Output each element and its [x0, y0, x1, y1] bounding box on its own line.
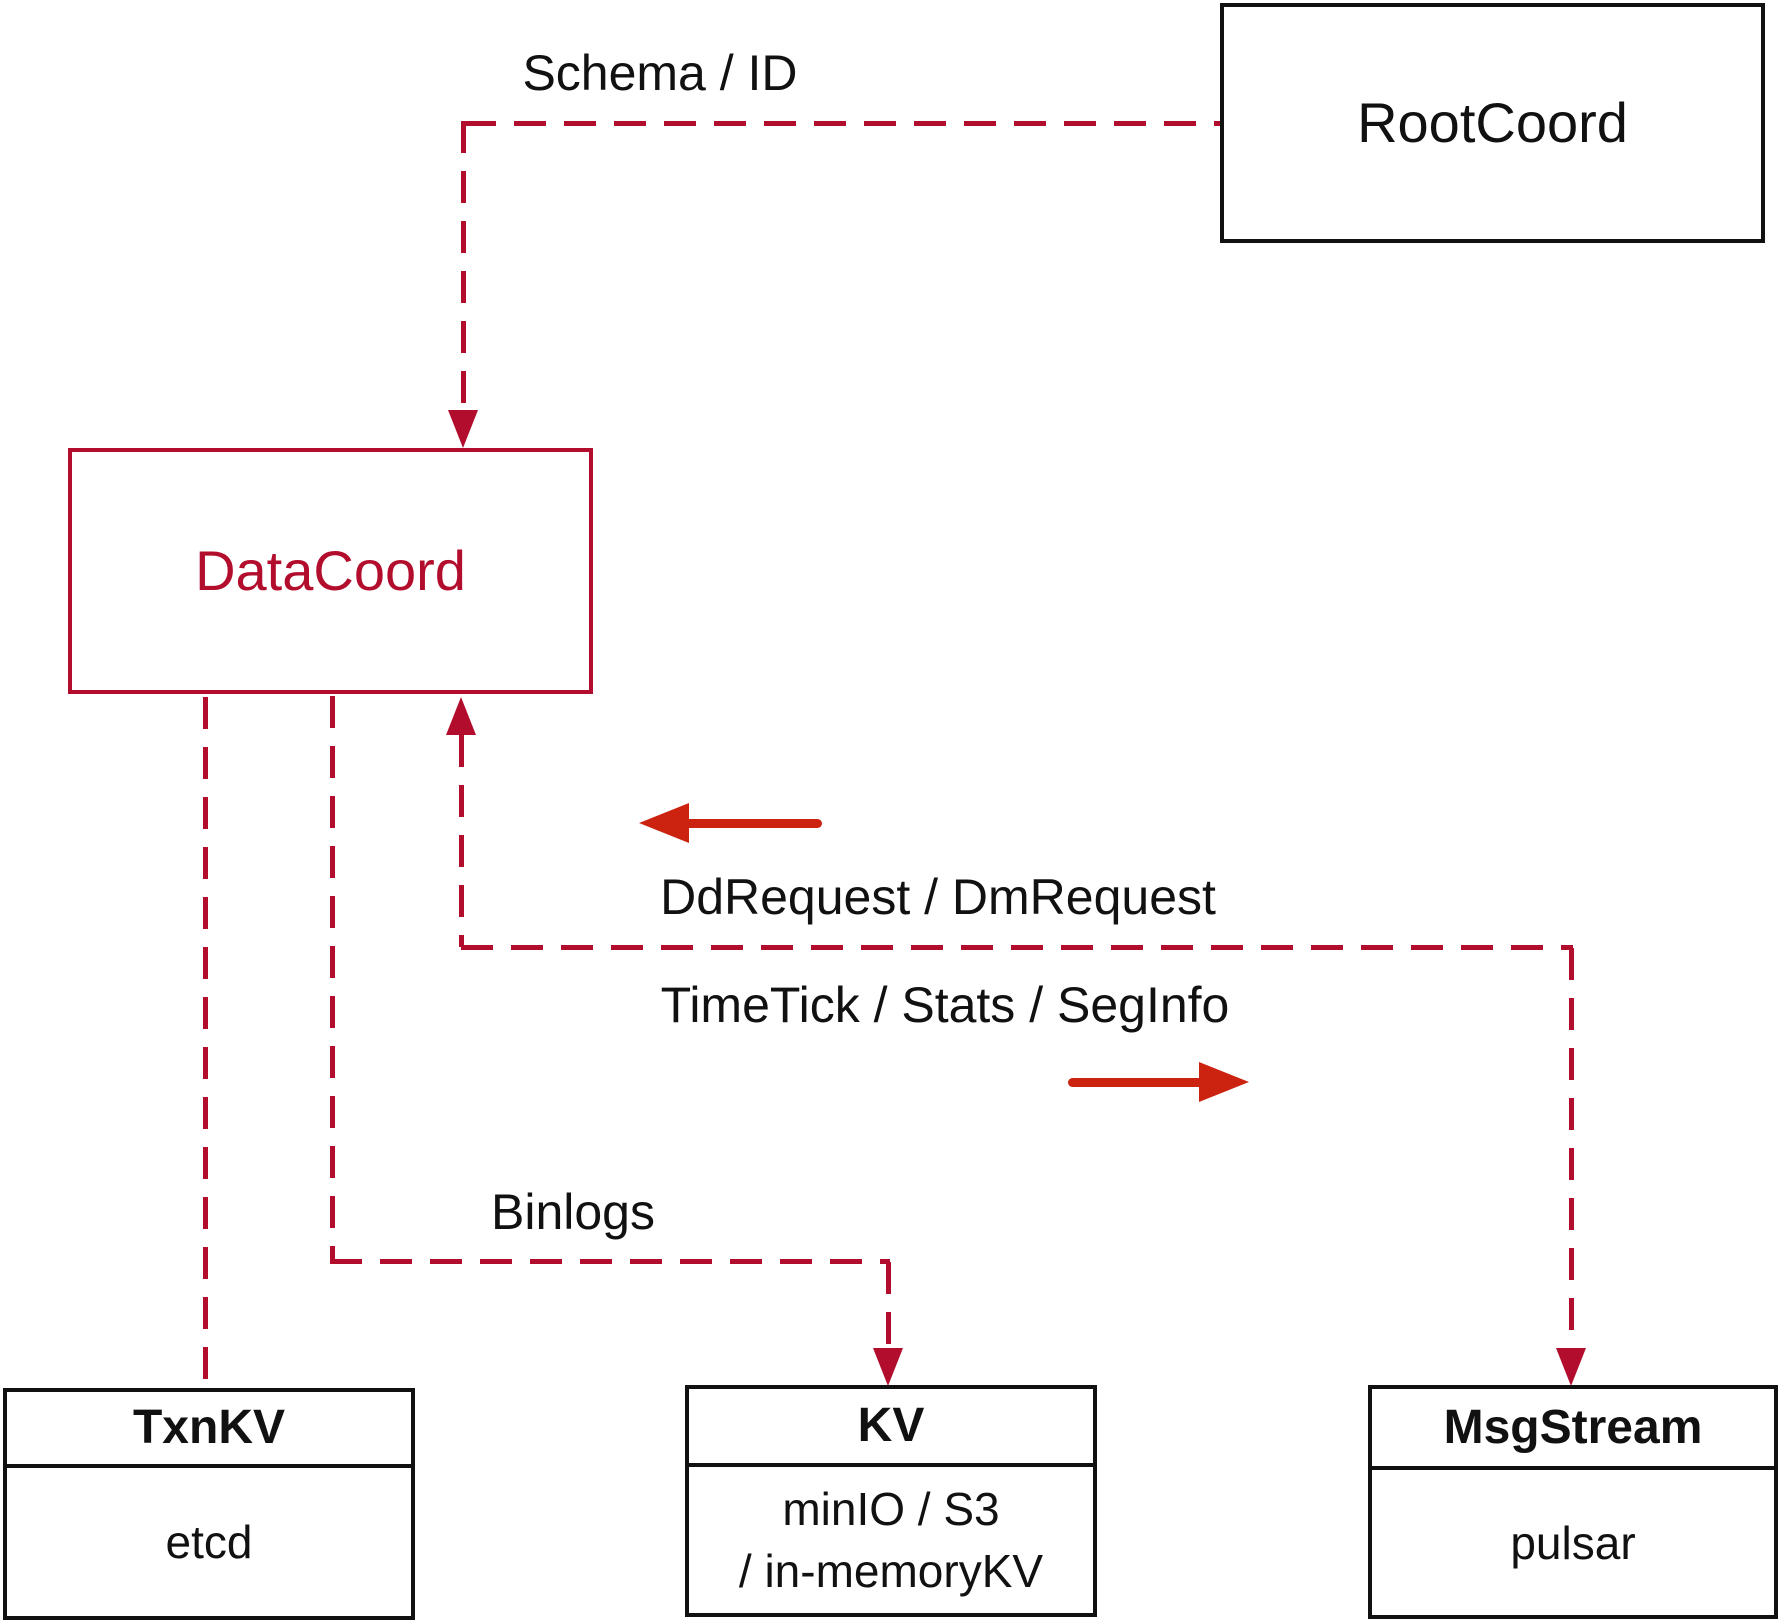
- left-direction-arrow-icon: [639, 803, 689, 843]
- arrowhead-into-msgstream-icon: [1556, 1348, 1586, 1386]
- connector-datacoord-txnkv: [203, 697, 208, 1387]
- connector-binlogs-vertical-1: [330, 696, 335, 1262]
- node-kv-subtitle-line2: / in-memoryKV: [738, 1545, 1044, 1597]
- node-kv: KV minIO / S3 / in-memoryKV: [685, 1385, 1097, 1617]
- edge-label-schema-id: Schema / ID: [522, 45, 798, 101]
- connector-request-horizontal: [461, 945, 1573, 950]
- connector-request-vertical-left: [459, 735, 464, 947]
- node-kv-subtitle: minIO / S3 / in-memoryKV: [689, 1467, 1093, 1613]
- arrowhead-into-datacoord-bottom-icon: [446, 697, 476, 735]
- node-msgstream: MsgStream pulsar: [1368, 1385, 1778, 1619]
- arrowhead-into-kv-icon: [873, 1348, 903, 1386]
- node-kv-subtitle-line1: minIO / S3: [782, 1483, 1000, 1535]
- arrowhead-into-datacoord-top-icon: [448, 410, 478, 448]
- edge-label-dd-dm-request: DdRequest / DmRequest: [660, 869, 1216, 925]
- connector-request-vertical-right: [1569, 948, 1574, 1348]
- connector-binlogs-vertical-2: [886, 1262, 891, 1348]
- node-txnkv: TxnKV etcd: [3, 1388, 415, 1620]
- connector-binlogs-horizontal: [330, 1259, 890, 1264]
- right-direction-arrow-icon: [1199, 1062, 1249, 1102]
- node-rootcoord-title: RootCoord: [1357, 91, 1628, 154]
- edge-label-binlogs: Binlogs: [491, 1184, 655, 1240]
- node-kv-title: KV: [689, 1389, 1093, 1467]
- edge-label-timetick-stats-seginfo: TimeTick / Stats / SegInfo: [660, 977, 1230, 1033]
- connector-schema-horizontal: [464, 121, 1220, 126]
- left-direction-arrow-shaft: [684, 819, 822, 828]
- node-msgstream-title: MsgStream: [1372, 1389, 1774, 1470]
- connector-schema-vertical: [461, 121, 466, 411]
- right-direction-arrow-shaft: [1068, 1078, 1208, 1087]
- node-txnkv-title: TxnKV: [7, 1392, 411, 1468]
- node-msgstream-subtitle: pulsar: [1510, 1516, 1636, 1569]
- node-rootcoord: RootCoord: [1220, 3, 1765, 243]
- node-txnkv-subtitle: etcd: [165, 1516, 253, 1568]
- node-datacoord: DataCoord: [68, 448, 593, 694]
- node-datacoord-title: DataCoord: [195, 539, 466, 602]
